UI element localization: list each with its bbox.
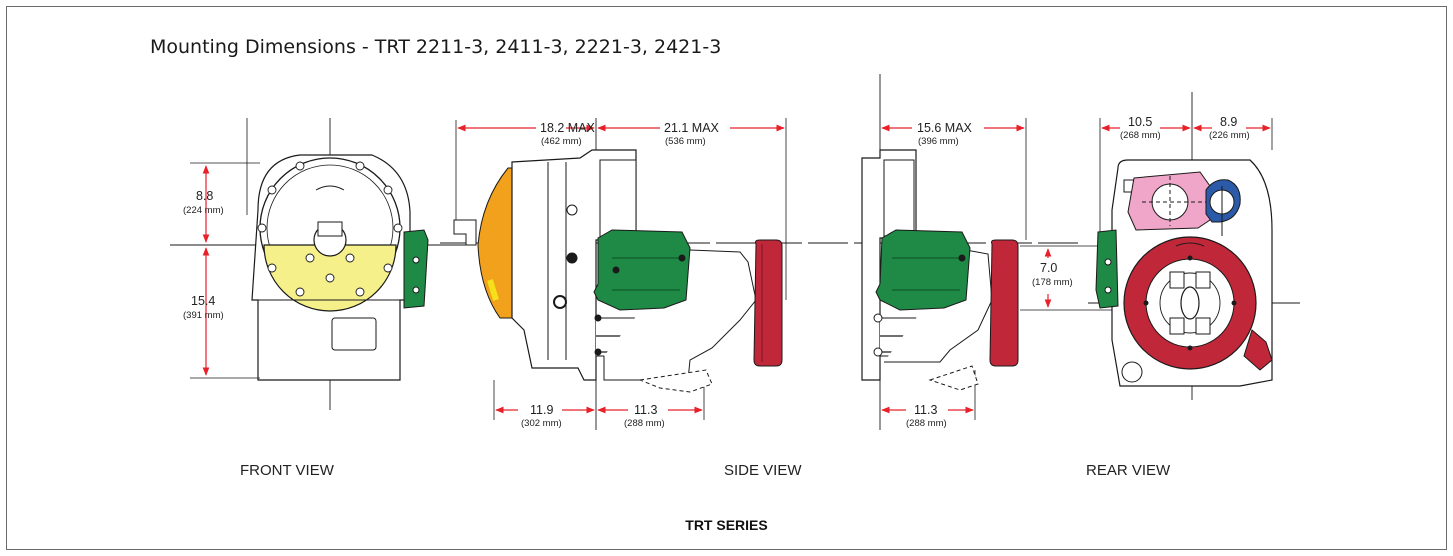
dim-side-right-bottom: 11.3	[634, 403, 657, 417]
dim-side2-top: 15.6 MAX	[917, 121, 973, 135]
dim-side2-height-metric: (178 mm)	[1032, 277, 1073, 288]
dim-side2-height: 7.0	[1040, 261, 1057, 275]
dim-rear-left: 10.5	[1128, 115, 1152, 129]
dim-side2-bottom: 11.3	[914, 403, 937, 417]
drawing-frame	[6, 6, 1447, 550]
dim-rear-left-metric: (268 mm)	[1120, 130, 1161, 141]
dim-side-left-top: 18.2 MAX	[540, 121, 596, 135]
dim-side-right-top: 21.1 MAX	[664, 121, 720, 135]
dim-side-right-top-metric: (536 mm)	[665, 136, 706, 147]
side-view-alt-drawing	[861, 74, 1120, 430]
drawing-title: Mounting Dimensions - TRT 2211-3, 2411-3…	[150, 36, 722, 58]
front-view-drawing	[170, 118, 470, 410]
dim-side-left-top-metric: (462 mm)	[541, 136, 582, 147]
dim-side-left-bottom: 11.9	[530, 403, 553, 417]
dim-front-lower-metric: (391 mm)	[183, 310, 224, 321]
dim-side2-bottom-metric: (288 mm)	[906, 418, 947, 429]
dim-side-right-bottom-metric: (288 mm)	[624, 418, 665, 429]
series-label: TRT SERIES	[685, 517, 768, 533]
side-dimension-lines	[457, 124, 785, 414]
dim-side-left-bottom-metric: (302 mm)	[521, 418, 562, 429]
dim-side2-top-metric: (396 mm)	[918, 136, 959, 147]
rear-view-label: REAR VIEW	[1086, 462, 1171, 479]
dim-front-lower: 15.4	[191, 294, 215, 308]
side-view-label: SIDE VIEW	[724, 462, 802, 479]
side-alt-dimension-lines	[881, 124, 1052, 414]
rear-view-drawing	[1088, 92, 1300, 400]
front-view-label: FRONT VIEW	[240, 462, 334, 479]
dim-front-upper: 8.8	[196, 189, 213, 203]
front-dimension-lines	[190, 162, 260, 379]
dim-rear-right-metric: (226 mm)	[1209, 130, 1250, 141]
dim-front-upper-metric: (224 mm)	[183, 205, 224, 216]
side-view-drawing	[440, 118, 1080, 430]
dim-rear-right: 8.9	[1220, 115, 1237, 129]
